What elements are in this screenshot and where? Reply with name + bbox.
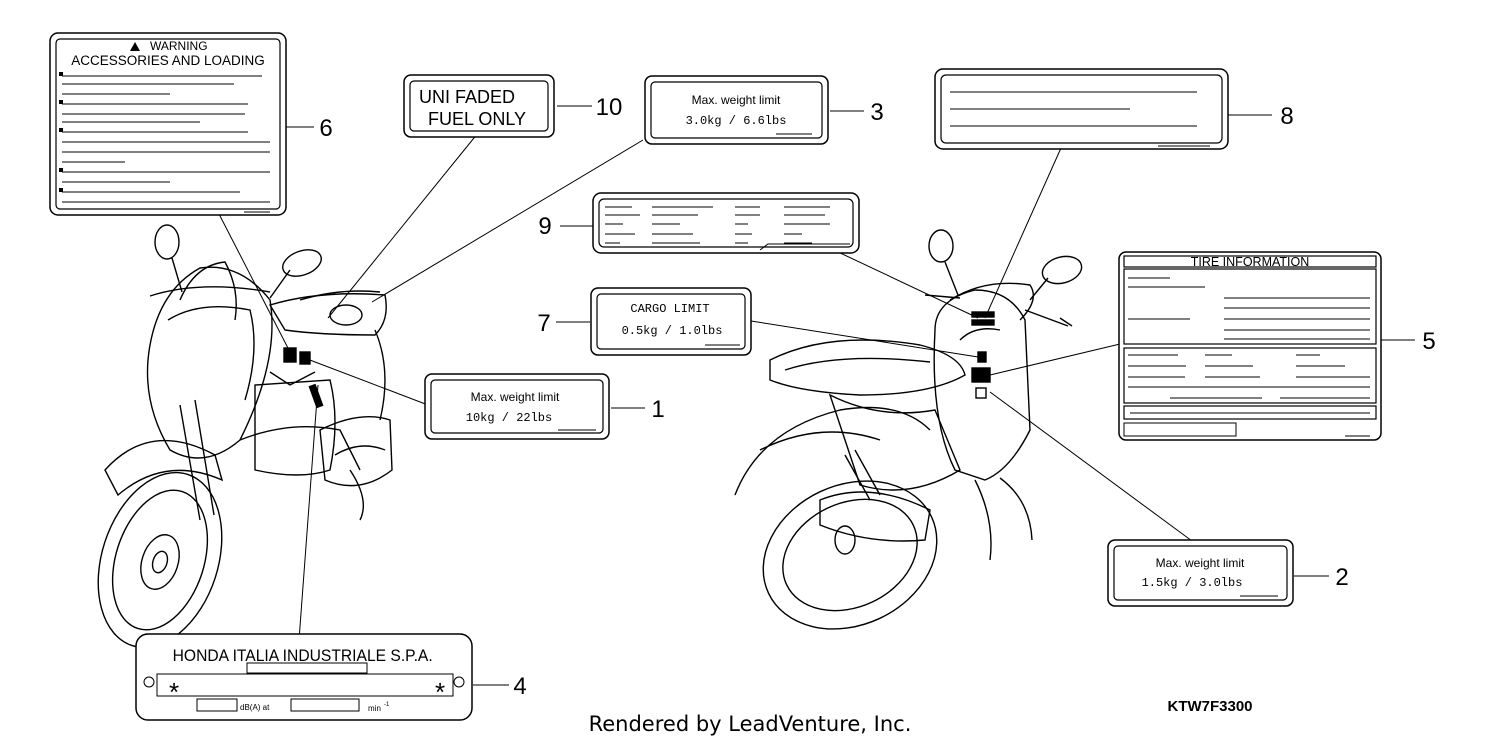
label-2-line2: 1.5kg / 3.0lbs <box>1142 576 1243 590</box>
label-1-weight-limit: Max. weight limit 10kg / 22lbs 1 <box>424 373 665 440</box>
label-10-line1: UNI FADED <box>419 87 515 107</box>
label-5-tire-information: TIRE INFORMATION 5 <box>1118 251 1436 441</box>
scooter-right-illustration <box>734 229 1083 630</box>
label-1-number: 1 <box>651 396 664 423</box>
label-7-cargo-limit: CARGO LIMIT 0.5kg / 1.0lbs 7 <box>537 287 752 356</box>
label-9-blank: 9 <box>538 192 860 254</box>
label-3-weight-limit: Max. weight limit 3.0kg / 6.6lbs 3 <box>644 75 884 145</box>
label-6-number: 6 <box>319 115 332 142</box>
label-7-line1: CARGO LIMIT <box>630 302 709 316</box>
label-4-manufacturer-plate: HONDA ITALIA INDUSTRIALE S.P.A. * * dB(A… <box>135 633 527 721</box>
label-9-number: 9 <box>538 213 551 240</box>
label-7-number: 7 <box>537 310 550 337</box>
scooter-left-illustration <box>97 224 393 649</box>
label-1-line2: 10kg / 22lbs <box>466 411 552 425</box>
label-4-star-left: * <box>169 677 179 707</box>
label-4-line1: HONDA ITALIA INDUSTRIALE S.P.A. <box>173 646 433 665</box>
label-1-line1: Max. weight limit <box>471 390 560 404</box>
label-8-number: 8 <box>1280 103 1293 130</box>
label-3-line1: Max. weight limit <box>692 93 781 107</box>
label-6-title2: ACCESSORIES AND LOADING <box>71 53 265 68</box>
label-4-rpm-unit: min <box>368 704 381 713</box>
label-5-title: TIRE INFORMATION <box>1191 255 1310 269</box>
label-2-weight-limit: Max. weight limit 1.5kg / 3.0lbs 2 <box>1107 539 1349 607</box>
label-4-star-right: * <box>435 677 445 707</box>
label-6-warning-accessories: WARNING ACCESSORIES AND LOADING 6 <box>49 32 333 216</box>
warning-triangle-icon <box>130 42 140 51</box>
label-2-line1: Max. weight limit <box>1156 556 1245 570</box>
label-7-line2: 0.5kg / 1.0lbs <box>622 324 723 338</box>
label-3-line2: 3.0kg / 6.6lbs <box>686 114 787 128</box>
diagram-code: KTW7F3300 <box>1167 698 1252 715</box>
label-10-number: 10 <box>596 94 623 121</box>
label-4-db-unit: dB(A) at <box>240 703 270 712</box>
label-5-number: 5 <box>1422 328 1435 355</box>
label-4-rpm-exp: -1 <box>384 702 390 708</box>
label-2-number: 2 <box>1335 564 1348 591</box>
label-6-title1: WARNING <box>150 39 208 53</box>
footer-credit: Rendered by LeadVenture, Inc. <box>588 712 912 736</box>
label-4-number: 4 <box>513 673 526 700</box>
label-8-blank: 8 <box>934 68 1294 150</box>
label-10-line2: FUEL ONLY <box>428 109 526 129</box>
label-3-number: 3 <box>870 99 883 126</box>
label-10-fuel: UNI FADED FUEL ONLY 10 <box>403 74 623 138</box>
